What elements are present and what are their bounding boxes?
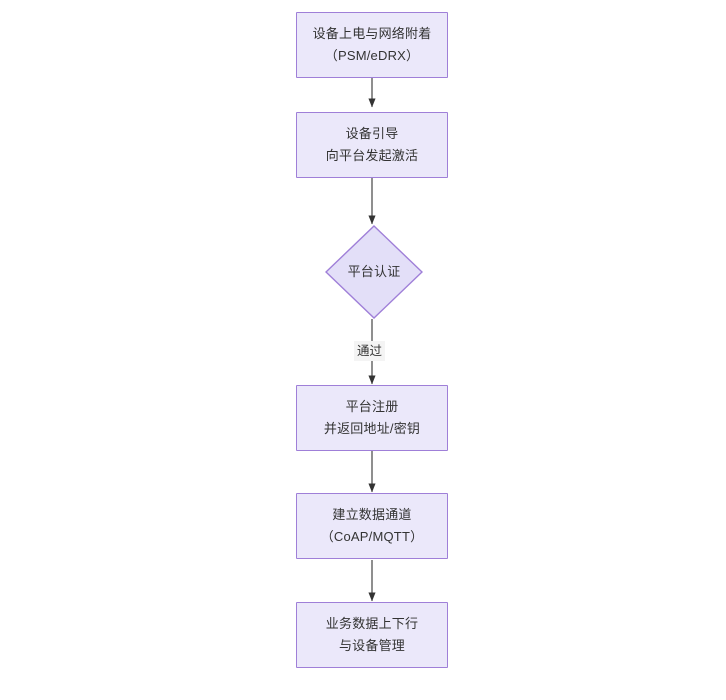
node-label-line: 向平台发起激活 (325, 148, 419, 163)
node-label-line: 设备上电与网络附着 (312, 26, 432, 41)
node-label-line: 业务数据上下行 (325, 616, 419, 631)
node-establish-data-channel[interactable]: 建立数据通道 （CoAP/MQTT） (296, 493, 448, 559)
node-label-line: 设备引导 (345, 126, 399, 141)
diamond-shape (325, 225, 423, 319)
node-label-line: 平台认证 (347, 264, 401, 279)
edge-label-pass: 通过 (354, 341, 386, 361)
node-label-line: 平台注册 (345, 399, 399, 414)
node-label-line: 与设备管理 (338, 638, 405, 653)
node-label-line: （CoAP/MQTT） (320, 529, 424, 544)
node-device-power-on[interactable]: 设备上电与网络附着 （PSM/eDRX） (296, 12, 448, 78)
node-platform-auth-decision[interactable]: 平台认证 (325, 225, 423, 319)
node-device-bootstrap[interactable]: 设备引导 向平台发起激活 (296, 112, 448, 178)
node-label-line: （PSM/eDRX） (324, 48, 420, 63)
node-label-line: 建立数据通道 (332, 507, 412, 522)
node-platform-registration[interactable]: 平台注册 并返回地址/密钥 (296, 385, 448, 451)
node-label-line: 并返回地址/密钥 (323, 421, 421, 436)
node-business-data-and-device-management[interactable]: 业务数据上下行 与设备管理 (296, 602, 448, 668)
